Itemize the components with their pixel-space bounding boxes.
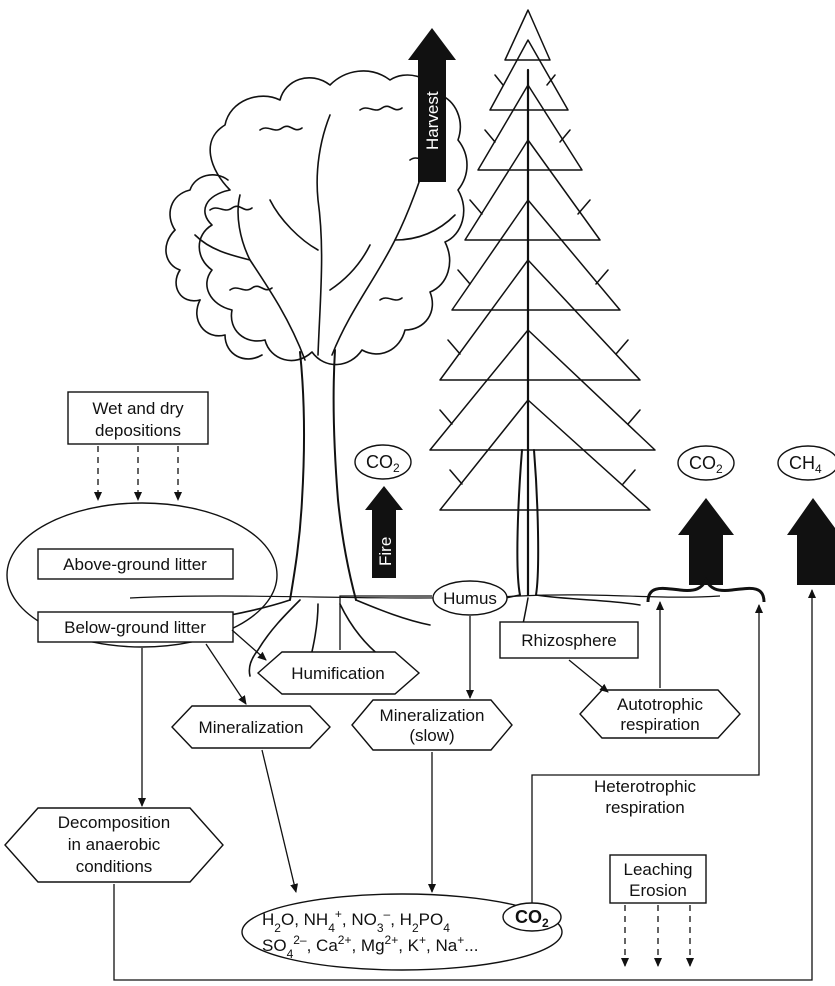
- nutrient-pool-line2: SO42–, Ca2+, Mg2+, K+, Na+...: [262, 933, 478, 961]
- co2-fire-subscript: 2: [393, 461, 400, 475]
- co2-right-subscript: 2: [716, 462, 723, 476]
- nutrient-token: 4: [328, 921, 335, 935]
- humus-bubble: Humus: [432, 580, 508, 616]
- decomp-line1: Decomposition: [58, 813, 170, 832]
- svg-text:CO2: CO2: [515, 907, 549, 930]
- co2-respiration-arrow: [678, 498, 734, 585]
- heterotrophic-line1: Heterotrophic: [594, 777, 697, 796]
- nutrient-pool-ellipse: H2O, NH4+, NO3–, H2PO4 SO42–, Ca2+, Mg2+…: [241, 893, 563, 971]
- heterotrophic-line2: respiration: [605, 798, 684, 817]
- nutrient-token: 4: [287, 947, 294, 961]
- nutrient-token: 2+: [385, 933, 399, 947]
- nutrient-token: +: [335, 907, 342, 921]
- above-ground-litter-box: [37, 548, 234, 580]
- nutrient-token: ...: [464, 936, 478, 955]
- nutrient-token: , NO: [342, 910, 377, 929]
- autotrophic-respiration-hexagon: Autotrophic respiration: [579, 689, 741, 739]
- nutrient-token: , H: [390, 910, 412, 929]
- wet-dry-depositions-box: Wet and dry depositions: [67, 391, 209, 445]
- erosion-label: Erosion: [629, 881, 687, 900]
- nutrient-pool-line1: H2O, NH4+, NO3–, H2PO4: [262, 907, 450, 935]
- mineralization-slow-line1: Mineralization: [380, 706, 485, 725]
- mineralization-label: Mineralization: [199, 718, 304, 737]
- deciduous-tree-illustration: [165, 70, 468, 677]
- fire-arrow: Fire: [365, 486, 403, 578]
- ch4-text: CH: [789, 453, 815, 473]
- decomp-line2: in anaerobic: [68, 835, 161, 854]
- svg-text:CO2: CO2: [689, 453, 723, 476]
- pool-co2-subscript: 2: [542, 916, 549, 930]
- ch4-subscript: 4: [815, 462, 822, 476]
- mineralization-hexagon: Mineralization: [171, 705, 331, 749]
- above-ground-litter-label: Above-ground litter: [63, 555, 207, 574]
- nutrient-token: 2–: [293, 933, 307, 947]
- below-ground-litter-box: [37, 611, 234, 643]
- fire-label: Fire: [376, 537, 395, 566]
- co2-fire-text: CO: [366, 452, 393, 472]
- nutrient-token: , K: [398, 936, 419, 955]
- nutrient-token: 4: [443, 921, 450, 935]
- mineralization-slow-line2: (slow): [409, 726, 454, 745]
- nutrient-token: SO: [262, 936, 287, 955]
- co2-fire-bubble: CO2: [354, 444, 412, 480]
- nutrient-token: PO: [419, 910, 444, 929]
- pool-co2-text: CO: [515, 907, 542, 927]
- nutrient-token: O, NH: [281, 910, 328, 929]
- nutrient-token: , Ca: [307, 936, 339, 955]
- mineralization-slow-hexagon: Mineralization (slow): [351, 699, 513, 751]
- autotrophic-line1: Autotrophic: [617, 695, 703, 714]
- co2-right-bubble: CO2: [677, 445, 735, 481]
- humus-label: Humus: [443, 589, 497, 608]
- nutrient-token: 2: [274, 921, 281, 935]
- svg-text:CH4: CH4: [789, 453, 822, 476]
- autotrophic-line2: respiration: [620, 715, 699, 734]
- anaerobic-decomposition-hexagon: Decomposition in anaerobic conditions: [4, 807, 224, 883]
- ch4-arrow: [787, 498, 835, 585]
- rhizosphere-label: Rhizosphere: [521, 631, 616, 650]
- below-ground-litter-label: Below-ground litter: [64, 618, 206, 637]
- nutrient-token: , Mg: [351, 936, 384, 955]
- respiration-brace: [646, 576, 766, 603]
- nutrient-token: 3: [377, 921, 384, 935]
- rhizosphere-box: Rhizosphere: [499, 621, 639, 659]
- harvest-arrow: Harvest: [408, 28, 456, 182]
- co2-right-text: CO: [689, 453, 716, 473]
- leaching-arrows: [621, 905, 694, 967]
- ch4-bubble: CH4: [777, 445, 835, 481]
- nutrient-token: 2: [412, 921, 419, 935]
- wet-dry-line2: depositions: [95, 421, 181, 440]
- leaching-label: Leaching: [623, 860, 692, 879]
- leaching-erosion-box: Leaching Erosion: [609, 854, 707, 904]
- nutrient-token: –: [384, 907, 391, 921]
- nutrient-token: H: [262, 910, 274, 929]
- wet-dry-line1: Wet and dry: [92, 399, 184, 418]
- nutrient-token: , Na: [426, 936, 458, 955]
- flow-connectors: [113, 589, 816, 981]
- nutrient-token: +: [457, 933, 464, 947]
- decomp-line3: conditions: [76, 857, 153, 876]
- deposition-arrows: [94, 446, 182, 501]
- svg-text:CO2: CO2: [366, 452, 400, 475]
- nutrient-token: +: [419, 933, 426, 947]
- nutrient-token: 2+: [338, 933, 352, 947]
- conifer-tree-illustration: [429, 9, 656, 646]
- humification-label: Humification: [291, 664, 385, 683]
- litter-pool-ellipse: Above-ground litter Below-ground litter: [6, 502, 278, 648]
- humification-hexagon: Humification: [256, 651, 421, 695]
- harvest-label: Harvest: [423, 91, 442, 150]
